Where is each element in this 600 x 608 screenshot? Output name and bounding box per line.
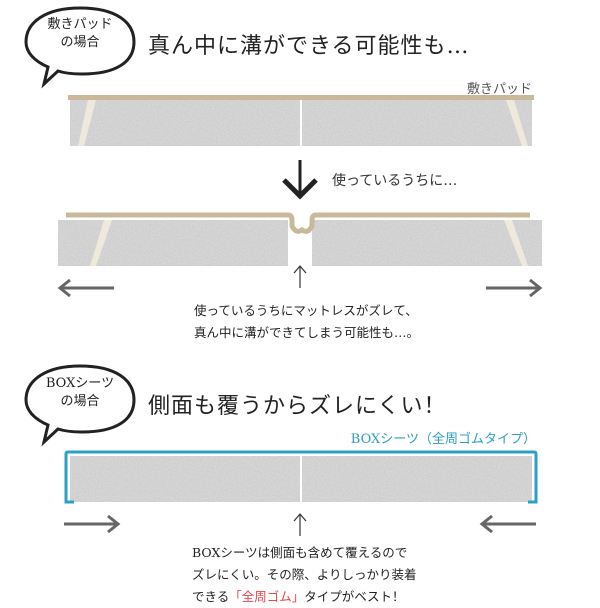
inward-left-arrow-icon bbox=[64, 514, 121, 534]
heading-pad: 真ん中に溝ができる可能性も… bbox=[148, 34, 470, 59]
heading-box: 側面も覆うからズレにくい！ bbox=[148, 394, 447, 419]
up-arrow-icon-2 bbox=[293, 513, 307, 536]
mattress-with-box-sheet bbox=[64, 450, 538, 504]
caption-pad-line1: 使っているうちにマットレスがズレて、 bbox=[194, 303, 418, 318]
caption-pad-line2: 真ん中に溝ができてしまう可能性も…。 bbox=[194, 325, 420, 340]
bubble-line2: の場合 bbox=[60, 394, 100, 409]
up-arrow-icon bbox=[293, 265, 307, 288]
mattress-with-pad-after bbox=[58, 212, 542, 266]
mattress-with-pad-before bbox=[68, 95, 534, 146]
caption-box: BOXシーツは側面も含めて覆えるので ズレにくい。その際、よりしっかり装着 でき… bbox=[192, 542, 417, 608]
caption-box-line3-emphasis: 「全周ゴム」 bbox=[229, 589, 305, 604]
mid-text: 使っているうちに… bbox=[332, 173, 458, 189]
left-arrow-icon bbox=[57, 278, 114, 298]
caption-pad: 使っているうちにマットレスがズレて、 真ん中に溝ができてしまう可能性も…。 bbox=[194, 300, 419, 344]
bubble-text-box: BOXシーツ の場合 bbox=[30, 375, 130, 411]
caption-box-line3: できる「全周ゴム」タイプがベスト！ bbox=[192, 586, 417, 608]
caption-box-line3-pre: できる bbox=[192, 589, 230, 604]
bubble-line1: BOXシーツ bbox=[45, 376, 115, 391]
down-arrow-icon bbox=[282, 160, 318, 200]
box-label: BOXシーツ（全周ゴムタイプ） bbox=[350, 432, 536, 447]
bubble-text-pad: 敷きパッド の場合 bbox=[30, 16, 130, 52]
bubble-line1: 敷きパッド bbox=[47, 17, 113, 32]
inward-right-arrow-icon bbox=[479, 514, 536, 534]
speech-bubble-box bbox=[24, 364, 136, 447]
caption-box-line3-post: タイプがベスト！ bbox=[304, 589, 405, 604]
pad-label: 敷きパッド bbox=[466, 82, 532, 97]
right-arrow-icon bbox=[486, 278, 543, 298]
speech-bubble-pad bbox=[24, 6, 136, 89]
caption-box-line1: BOXシーツは側面も含めて覆えるので bbox=[192, 545, 408, 560]
bubble-line2: の場合 bbox=[60, 35, 100, 50]
caption-box-line2: ズレにくい。その際、よりしっかり装着 bbox=[192, 567, 417, 582]
